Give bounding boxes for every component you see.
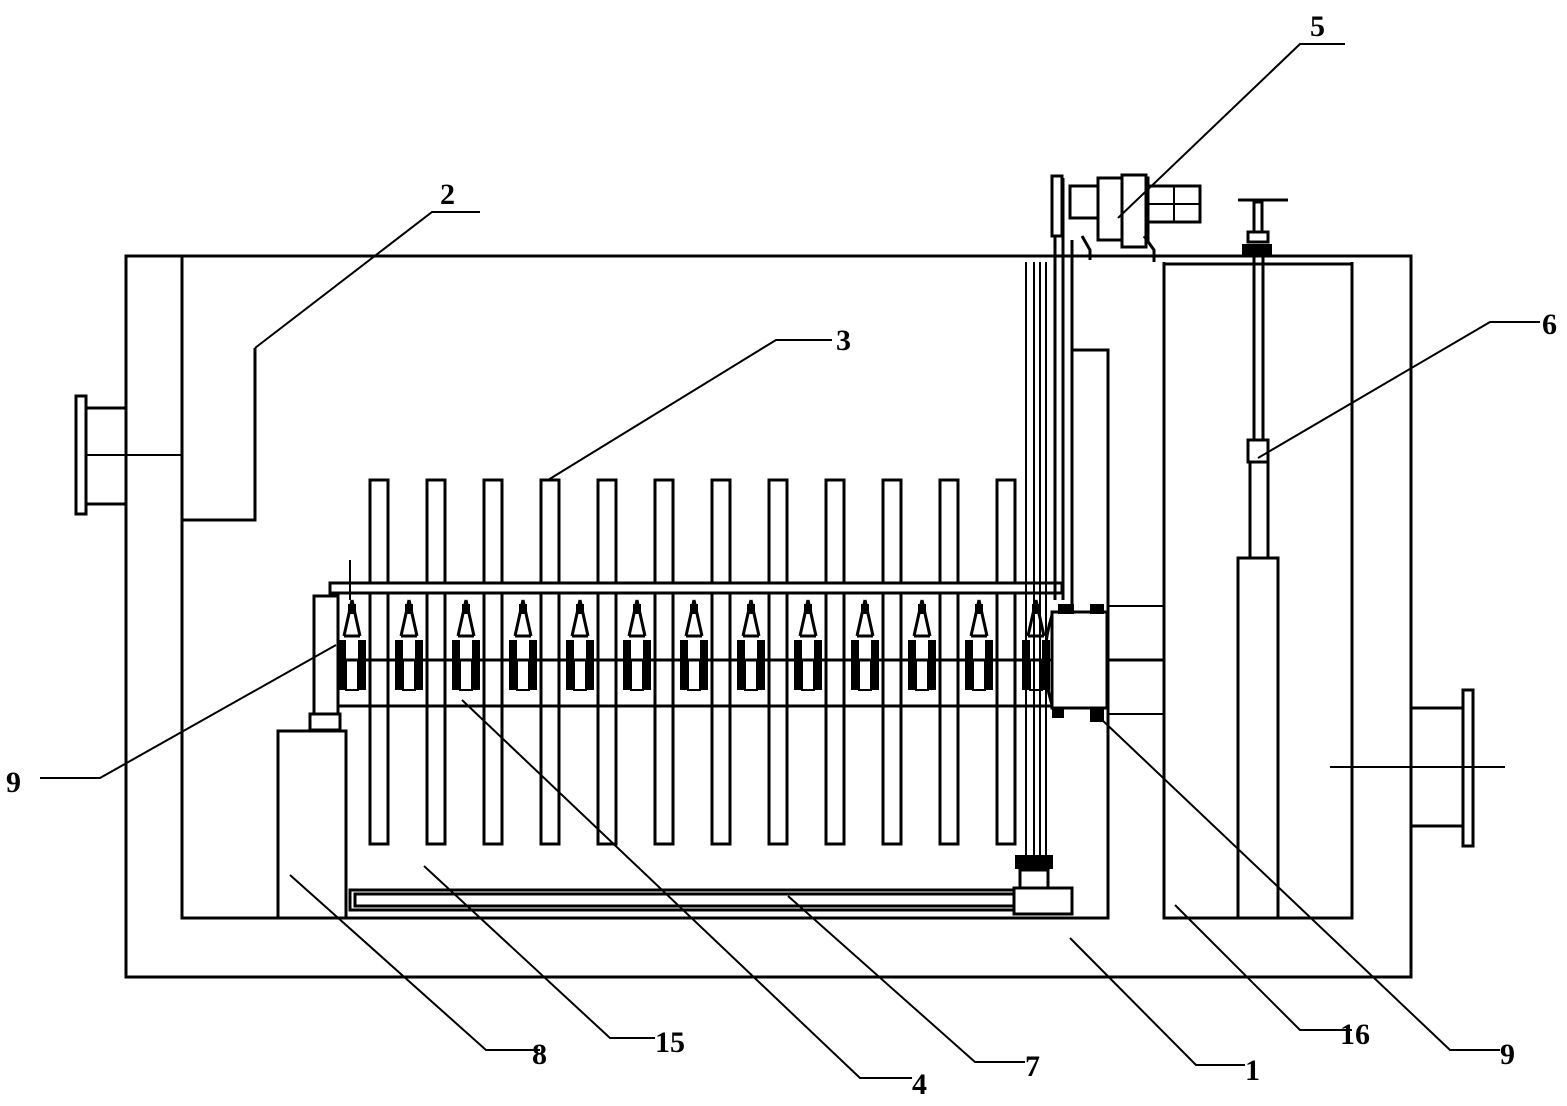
label-15: 15 — [655, 1026, 685, 1059]
filter-plate — [824, 478, 846, 846]
inlet-weir — [182, 348, 257, 522]
brush-assembly — [794, 599, 822, 691]
filter-plate — [710, 478, 732, 846]
right-drive-box — [1043, 604, 1164, 722]
filter-plate — [767, 478, 789, 846]
brush-assembly — [452, 599, 480, 691]
inlet-pipe — [74, 394, 182, 516]
filter-plate — [368, 478, 390, 846]
filter-plate — [995, 478, 1017, 846]
label-1: 1 — [1245, 1054, 1260, 1087]
left-carriage — [308, 594, 342, 732]
label-5: 5 — [1310, 10, 1325, 43]
valve-gate — [1236, 198, 1288, 920]
brush-assembly — [623, 599, 651, 691]
brush-assembly — [908, 599, 936, 691]
brush-assembly — [338, 599, 366, 691]
brush-assembly — [509, 599, 537, 691]
label-4: 4 — [912, 1068, 927, 1101]
sludge-pipe — [348, 855, 1074, 916]
filter-plate — [482, 478, 504, 846]
sludge-box — [276, 729, 348, 920]
filter-plate — [653, 478, 675, 846]
label-6: 6 — [1542, 308, 1557, 341]
brush-assembly — [680, 599, 708, 691]
right-chamber — [1162, 262, 1238, 920]
guide-tubes — [1025, 178, 1074, 855]
label-16: 16 — [1340, 1018, 1370, 1051]
outer-tank — [124, 254, 1413, 979]
label-8: 8 — [532, 1038, 547, 1071]
label-7: 7 — [1025, 1050, 1040, 1083]
label-3: 3 — [836, 324, 851, 357]
label-2: 2 — [440, 178, 455, 211]
inner-chamber — [180, 256, 1110, 920]
brush-assembly — [965, 599, 993, 691]
brush-assembly — [737, 599, 765, 691]
drive-motor — [1050, 173, 1202, 262]
filter-plate — [938, 478, 960, 846]
filter-plate — [881, 478, 903, 846]
leader-lines — [40, 43, 1540, 1079]
brush-assembly — [566, 599, 594, 691]
filter-plate — [596, 478, 618, 846]
label-9-right: 9 — [1500, 1038, 1515, 1071]
filter-plate — [425, 478, 447, 846]
brush-assembly — [851, 599, 879, 691]
filter-plate — [539, 478, 561, 846]
right-chamber-wall — [1278, 262, 1354, 920]
outlet-pipe — [1330, 688, 1505, 848]
filter-plates — [368, 478, 1017, 846]
brush-assembly — [395, 599, 423, 691]
label-9-left: 9 — [6, 766, 21, 799]
